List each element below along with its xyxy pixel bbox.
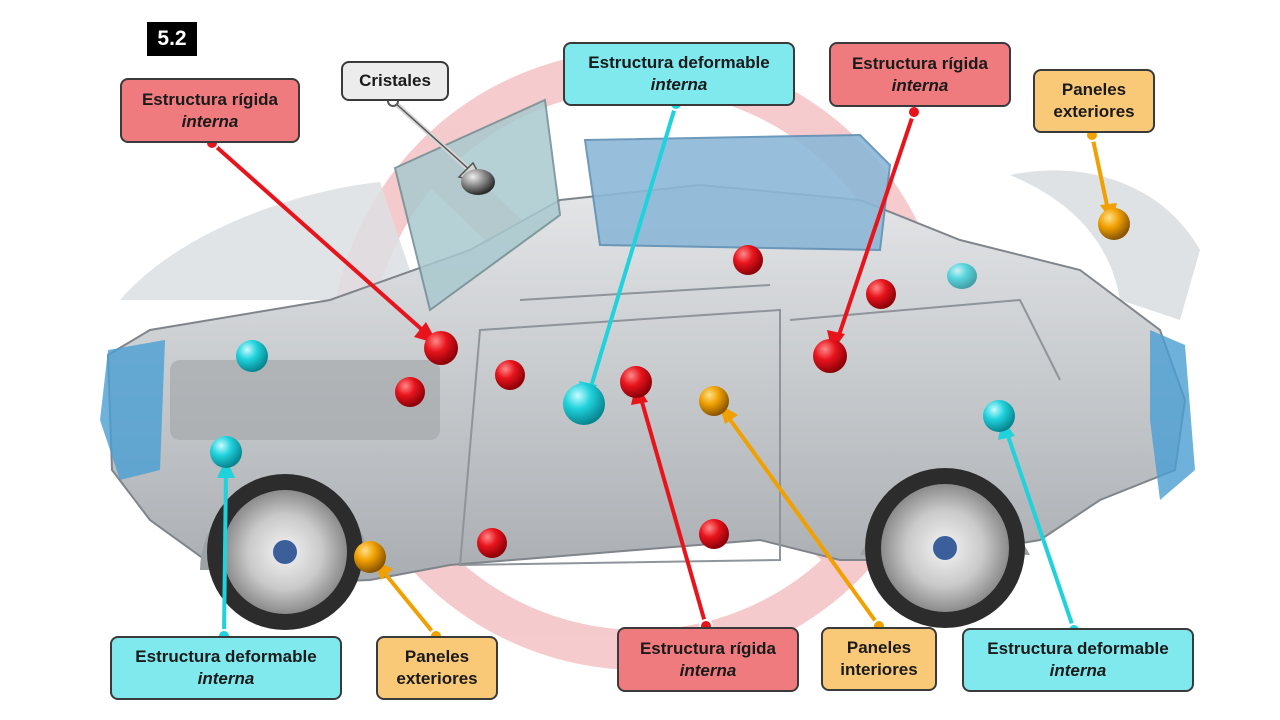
callout-deformable-bottom-right: Estructura deformable interna: [962, 628, 1194, 692]
deformable-marker: [563, 383, 605, 425]
callout-deformable-bottom-left: Estructura deformable interna: [110, 636, 342, 700]
callout-deformable-top: Estructura deformable interna: [563, 42, 795, 106]
leader-arrows: [205, 95, 1130, 643]
callout-interiores-bottom: Paneles interiores: [821, 627, 937, 691]
figure-number: 5.2: [147, 22, 197, 56]
callout-interiores-bottom-line1: Paneles: [846, 638, 912, 657]
callout-cristales-line1: Cristales: [359, 71, 431, 90]
marker-dots: [236, 245, 977, 558]
deformable-marker: [210, 436, 242, 468]
rigid-marker: [395, 377, 425, 407]
callout-rigida-top-left: Estructura rígida interna: [120, 78, 300, 143]
rear-wheel: [865, 468, 1025, 628]
callout-interiores-bottom-line2: interiores: [840, 660, 918, 679]
front-wheel: [207, 474, 363, 630]
deformable-marker: [236, 340, 268, 372]
exterior-panel-marker: [1098, 208, 1130, 240]
callout-exteriores-top: Paneles exteriores: [1033, 69, 1155, 133]
deformable-marker: [947, 263, 977, 289]
rigid-marker: [813, 339, 847, 373]
rigid-marker: [866, 279, 896, 309]
callout-exteriores-top-line2: exteriores: [1053, 102, 1135, 121]
callout-exteriores-top-line1: Paneles: [1061, 80, 1127, 99]
callout-rigida-bottom-line1: Estructura rígida: [639, 638, 777, 658]
exterior-panel-marker: [354, 541, 386, 573]
callout-deformable-top-line1: Estructura deformable: [588, 53, 770, 72]
callout-rigida-bottom: Estructura rígida interna: [617, 627, 799, 692]
rigid-marker: [620, 366, 652, 398]
callout-rigida-top-right-line1: Estructura rígida: [851, 53, 989, 73]
rigid-marker: [495, 360, 525, 390]
callout-exteriores-bottom-line1: Paneles: [404, 647, 470, 666]
callout-rigida-top-right: Estructura rígida interna: [829, 42, 1011, 107]
rigid-marker: [733, 245, 763, 275]
callout-deformable-bottom-left-line1: Estructura deformable: [135, 647, 317, 666]
interior-panel-marker: [699, 386, 729, 416]
callout-deformable-bottom-left-line2: interna: [197, 669, 255, 688]
rigid-marker: [699, 519, 729, 549]
deformable-marker: [983, 400, 1015, 432]
callout-deformable-top-line2: interna: [650, 75, 708, 94]
callout-deformable-bottom-right-line2: interna: [1049, 661, 1107, 680]
callout-cristales: Cristales: [341, 61, 449, 101]
callout-rigida-top-right-line2: interna: [891, 75, 949, 95]
glass-marker: [461, 169, 495, 195]
callout-rigida-bottom-line2: interna: [679, 660, 737, 680]
rigid-marker: [477, 528, 507, 558]
callout-rigida-top-left-line1: Estructura rígida: [141, 89, 279, 109]
callout-exteriores-bottom: Paneles exteriores: [376, 636, 498, 700]
callout-deformable-bottom-right-line1: Estructura deformable: [987, 639, 1169, 658]
rigid-marker: [424, 331, 458, 365]
callout-exteriores-bottom-line2: exteriores: [396, 669, 478, 688]
callout-rigida-top-left-line2: interna: [181, 111, 239, 131]
